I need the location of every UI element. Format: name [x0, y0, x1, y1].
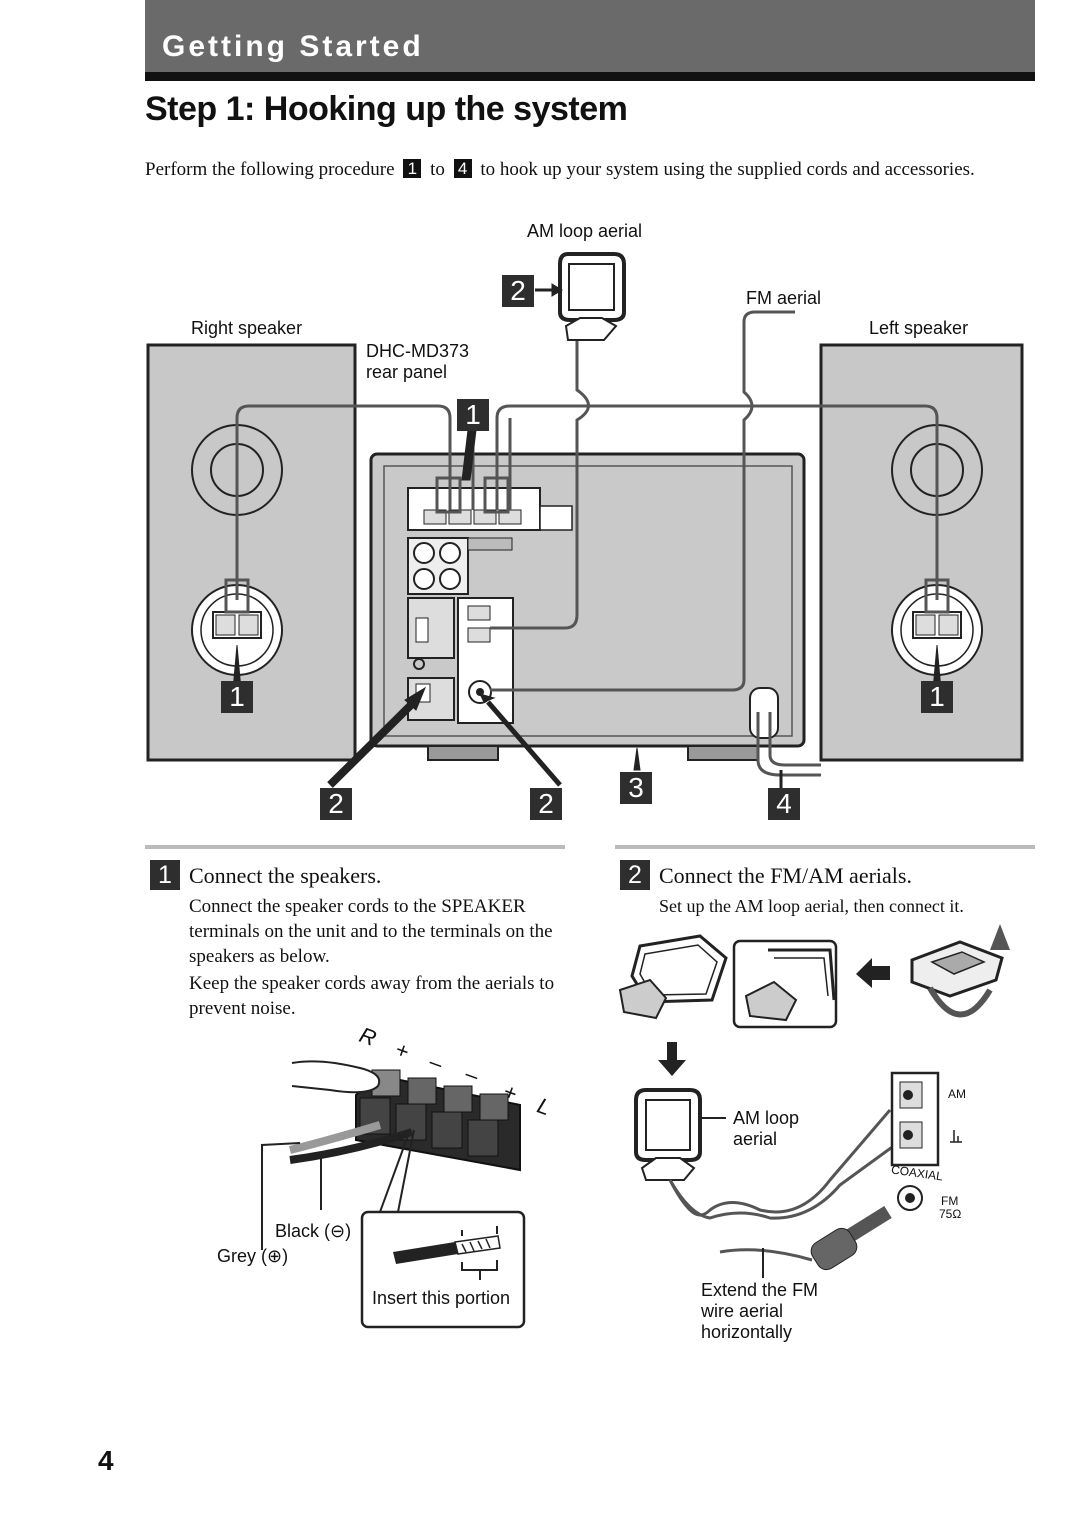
fm-coaxial-jack [719, 1185, 923, 1278]
am-loop-aerial-label: AM loop aerial [527, 221, 643, 241]
callout-2-fm-right: 2 [530, 788, 562, 820]
step2-paragraph: Set up the AM loop aerial, then connect … [659, 896, 964, 916]
grey-wire [289, 1121, 382, 1154]
speaker-terminal-block [355, 1069, 521, 1172]
am-loop-assembly-3 [910, 924, 1010, 1018]
step1-heading: Connect the speakers. [189, 863, 382, 888]
am-loop-assembly-1 [618, 934, 728, 1020]
extend-fm-label-line-2: wire aerial [701, 1301, 784, 1321]
fm-ohm-label: 75Ω [939, 1207, 962, 1221]
callout-1-right: 1 [221, 681, 253, 713]
am-loop-label-line-1: AM loop [733, 1108, 800, 1128]
page-title: Step 1: Hooking up the system [145, 90, 628, 128]
am-loop-aerial-icon [634, 1088, 726, 1181]
callout-3: 3 [620, 772, 652, 804]
step1-paragraph-1: Connect the speaker cords to the SPEAKER… [189, 896, 553, 967]
left-arrow-icon [856, 958, 890, 988]
section-header-rule [145, 72, 1035, 81]
am-terminal-label: AM [948, 1087, 966, 1101]
step2-number: 2 [620, 860, 650, 890]
rear-panel-label: rear panel [366, 362, 448, 382]
unit-rear-panel [369, 452, 806, 761]
step2-heading: Connect the FM/AM aerials. [659, 863, 912, 888]
intro-before: Perform the following procedure [145, 159, 395, 180]
fm-terminal-label: FM [941, 1194, 959, 1208]
right-speaker-terminal [191, 584, 283, 676]
page-number: 4 [98, 1445, 114, 1476]
step1-rule [145, 845, 565, 849]
rear-panel-model: DHC-MD373 [366, 341, 470, 361]
callout-2-am: 2 [502, 275, 534, 307]
am-lead-wire [668, 1109, 892, 1217]
step-number-badge: 1 [403, 159, 422, 178]
section-title: Getting Started [162, 30, 424, 63]
black-wire [289, 1128, 414, 1164]
callout-2-fm-left: 2 [320, 788, 352, 820]
am-loop-assembly-2 [744, 948, 836, 1022]
am-loop-label-line-2: aerial [733, 1129, 778, 1149]
am-terminal-block [890, 1071, 962, 1167]
down-arrow-icon [658, 1042, 686, 1076]
callout-1-unit: 1 [457, 399, 489, 431]
step1-paragraph-2: Keep the speaker cords away from the aer… [189, 973, 555, 1019]
finger-icon [291, 1060, 381, 1094]
fm-aerial-label: FM aerial [746, 288, 822, 308]
insert-portion-label: Insert this portion [372, 1288, 511, 1308]
step2-rule [615, 845, 1035, 849]
grey-wire-label: Grey (⊕) [217, 1246, 289, 1266]
am-lead-wire-2 [668, 1143, 896, 1220]
am-loop-aerial-icon [558, 252, 626, 341]
callout-1-left: 1 [921, 681, 953, 713]
step-number-badge: 4 [453, 159, 472, 178]
intro-paragraph: Perform the following procedure 1 to 4 t… [145, 158, 1005, 182]
wire-tip-icon [393, 1226, 501, 1280]
extend-fm-label-line-3: horizontally [701, 1322, 793, 1342]
extend-fm-label-line-1: Extend the FM [701, 1280, 819, 1300]
left-speaker-label: Left speaker [869, 318, 969, 338]
intro-after: to hook up your system using the supplie… [480, 159, 975, 180]
black-wire-label: Black (⊖) [275, 1221, 352, 1241]
right-speaker-label: Right speaker [191, 318, 303, 338]
wire-leader-lines [261, 1129, 415, 1250]
callout-4: 4 [768, 788, 800, 820]
intro-middle: to [430, 159, 445, 180]
step1-number: 1 [150, 860, 180, 890]
section-header-bar [145, 0, 1035, 72]
